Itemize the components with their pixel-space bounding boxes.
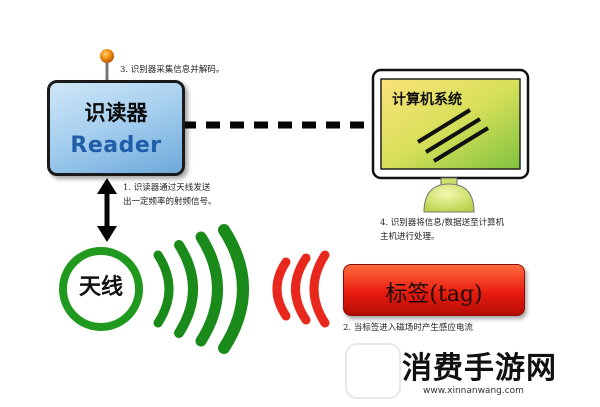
note-step4-line1: 4. 识别器将信息/数据送至计算机 [380,218,505,228]
outgoing-signal-waves [153,224,249,354]
reader-label-cn: 识读器 [84,100,148,125]
antenna-label: 天线 [78,274,123,300]
note-step1-line1: 1. 识读器通过天线发送 [123,183,211,193]
tag-label: 标签(tag) [385,282,483,307]
computer-monitor-icon [371,68,530,213]
note-step3: 3. 识别器采集信息并解码。 [120,65,225,75]
tag-device: 标签(tag) [343,264,525,316]
antenna-ring-icon [59,247,143,331]
note-step1-line2: 出一定频率的射频信号。 [123,197,217,207]
watermark-url: www.xinnanwang.com [423,386,524,396]
reader-indicator-light [100,49,114,82]
returning-signal-waves [272,250,330,328]
watermark-title: 消费手游网 [402,351,557,386]
reader-device: 识读器 Reader [47,80,185,176]
note-step4-line2: 主机进行处理。 [380,232,440,242]
note-step2-line1: 2. 当标签进入磁场时产生感应电流 [343,323,473,333]
computer-system-label: 计算机系统 [392,92,462,108]
reader-label-en: Reader [70,133,162,158]
watermark-logo-frame [345,343,401,399]
reader-antenna-arrow [97,178,117,242]
